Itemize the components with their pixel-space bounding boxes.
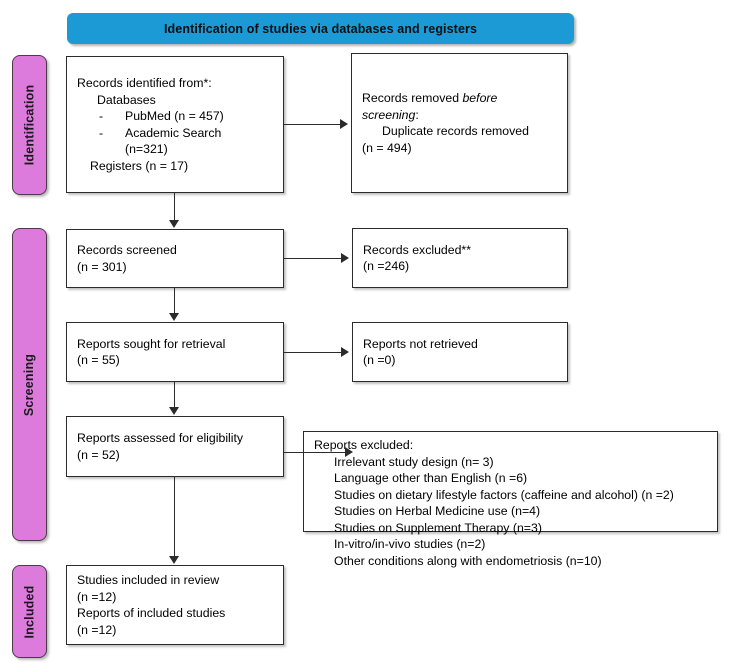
reports-included-count: (n =12) xyxy=(77,622,117,637)
records-removed-colon: : xyxy=(415,107,419,122)
studies-included-count: (n =12) xyxy=(77,589,117,604)
bullet-dash-2: - xyxy=(99,125,104,140)
records-screened-label: Records screened xyxy=(77,243,177,257)
bullet-dash-1: - xyxy=(99,109,104,123)
arrowhead-right-icon xyxy=(341,347,349,357)
section-banner-identification: Identification of studies via databases … xyxy=(67,13,574,44)
arrowhead-right-icon xyxy=(341,253,349,263)
box-records-identified: Records identified from*: Databases - Pub… xyxy=(66,56,284,193)
reports-excluded-reason: Language other than English (n =6) xyxy=(334,471,528,485)
connector-eligibility-to-included xyxy=(174,477,175,557)
box-studies-included: Studies included in review (n =12) Repor… xyxy=(66,565,284,645)
reports-excluded-reason: Other conditions along with endometriosi… xyxy=(334,553,602,568)
records-identified-line-3: - PubMed (n = 457) xyxy=(77,108,275,125)
reports-excluded-reason: Studies on dietary lifestyle factors (ca… xyxy=(334,487,674,502)
records-identified-line-2: Databases xyxy=(97,92,156,107)
reports-excluded-header: Reports excluded: xyxy=(314,438,414,452)
box-records-screened: Records screened (n = 301) xyxy=(66,229,284,288)
connector-sought-to-eligibility xyxy=(174,382,175,408)
connector-screened-to-sought xyxy=(174,288,175,314)
records-identified-academic-search: Academic Search xyxy=(125,125,222,140)
phase-tab-screening: Screening xyxy=(12,228,47,541)
records-identified-line-4: - Academic Search xyxy=(77,125,275,142)
arrowhead-right-icon xyxy=(345,447,353,457)
arrowhead-down-icon xyxy=(169,220,179,228)
connector-identified-to-screened xyxy=(174,193,175,221)
reports-excluded-reason: In-vitro/in-vivo studies (n=2) xyxy=(334,537,486,551)
reports-sought-count: (n = 55) xyxy=(77,353,120,367)
reports-excluded-reason: Irrelevant study design (n= 3) xyxy=(334,454,494,469)
reports-included-label: Reports of included studies xyxy=(77,606,226,620)
connector-identified-to-removed xyxy=(284,124,341,125)
records-screened-count: (n = 301) xyxy=(77,259,127,274)
arrowhead-down-icon xyxy=(169,407,179,415)
arrowhead-down-icon xyxy=(169,556,179,564)
records-removed-screening-emphasis: screening xyxy=(362,107,416,122)
arrowhead-down-icon xyxy=(169,313,179,321)
box-reports-assessed-eligibility: Reports assessed for eligibility (n = 52… xyxy=(66,416,284,477)
records-removed-line-2: screening: xyxy=(362,107,559,124)
phase-tab-screening-label: Screening xyxy=(22,353,37,416)
reports-eligibility-label: Reports assessed for eligibility xyxy=(77,431,244,445)
box-reports-sought: Reports sought for retrieval (n = 55) xyxy=(66,322,284,382)
records-identified-academic-count: (n=321) xyxy=(125,142,168,156)
records-identified-line-1: Records identified from*: xyxy=(77,76,212,90)
banner-title: Identification of studies via databases … xyxy=(163,21,478,36)
reports-excluded-reason: Studies on Supplement Therapy (n=3) xyxy=(334,520,542,535)
phase-tab-identification-label: Identification xyxy=(22,84,37,166)
box-records-removed: Records removed before screening: Duplic… xyxy=(351,53,568,193)
phase-tab-included-label: Included xyxy=(22,585,37,638)
duplicate-records-removed: Duplicate records removed xyxy=(382,124,529,138)
reports-sought-label: Reports sought for retrieval xyxy=(77,336,226,351)
box-reports-not-retrieved: Reports not retrieved (n =0) xyxy=(352,322,568,382)
phase-tab-identification: Identification xyxy=(12,55,47,195)
records-removed-before-emphasis: before xyxy=(462,91,498,105)
reports-eligibility-count: (n = 52) xyxy=(77,447,120,462)
box-reports-excluded-reasons: Reports excluded: Irrelevant study desig… xyxy=(303,431,718,568)
records-identified-pubmed: PubMed (n = 457) xyxy=(125,109,224,123)
reports-not-retrieved-count: (n =0) xyxy=(363,353,396,367)
records-excluded-label: Records excluded** xyxy=(363,242,472,257)
records-removed-line-1: Records removed before xyxy=(362,90,559,107)
studies-included-label: Studies included in review xyxy=(77,573,220,587)
duplicate-records-count: (n = 494) xyxy=(362,140,412,155)
reports-not-retrieved-label: Reports not retrieved xyxy=(363,336,478,351)
records-identified-registers: Registers (n = 17) xyxy=(90,158,189,173)
connector-eligibility-to-reports-excluded xyxy=(284,452,346,453)
records-excluded-count: (n =246) xyxy=(363,259,410,273)
phase-tab-included: Included xyxy=(12,565,47,658)
arrowhead-right-icon xyxy=(340,119,348,129)
reports-excluded-reason: Studies on Herbal Medicine use (n=4) xyxy=(334,504,541,518)
box-records-excluded: Records excluded** (n =246) xyxy=(352,228,568,288)
connector-screened-to-excluded xyxy=(284,258,342,259)
records-removed-text: Records removed xyxy=(362,91,463,105)
connector-sought-to-not-retrieved xyxy=(284,352,342,353)
